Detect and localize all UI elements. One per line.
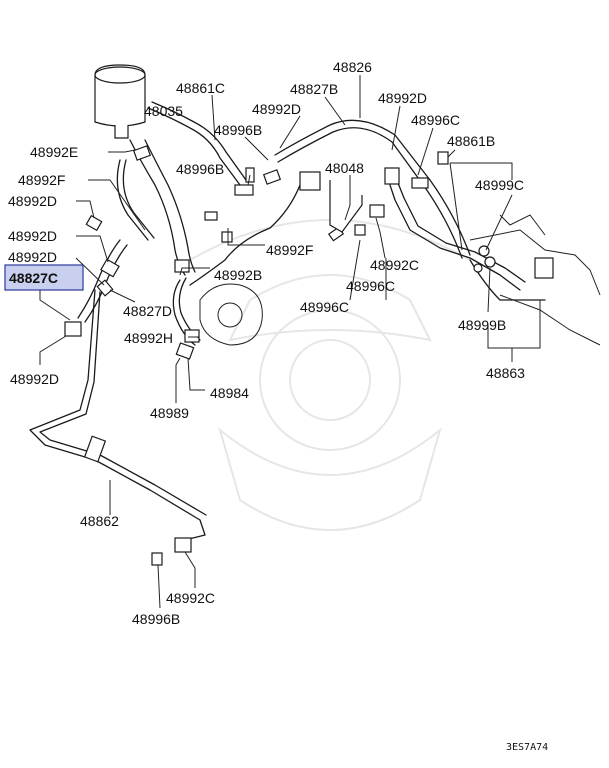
label-48999c[interactable]: 48999C	[475, 177, 524, 193]
reservoir-tank	[94, 64, 146, 139]
label-48992e[interactable]: 48992E	[30, 144, 78, 160]
label-48992c-bottom[interactable]: 48992C	[166, 590, 215, 606]
label-48984[interactable]: 48984	[210, 385, 249, 401]
label-48992d-upper[interactable]: 48992D	[252, 101, 301, 117]
pump-assembly	[199, 283, 263, 346]
label-48992d-l2[interactable]: 48992D	[8, 228, 57, 244]
label-48827b[interactable]: 48827B	[290, 81, 338, 97]
leader-lines	[39, 75, 541, 609]
highlighted-part-box	[4, 264, 84, 291]
label-48992f-left[interactable]: 48992F	[18, 172, 65, 188]
label-48992d-top[interactable]: 48992D	[378, 90, 427, 106]
small-parts	[64, 145, 554, 566]
label-48996c-top[interactable]: 48996C	[411, 112, 460, 128]
label-48992h[interactable]: 48992H	[124, 330, 173, 346]
label-48996b-mid[interactable]: 48996B	[176, 161, 224, 177]
label-48996b-bottom[interactable]: 48996B	[132, 611, 180, 627]
label-48992c-mid[interactable]: 48992C	[370, 257, 419, 273]
label-48826[interactable]: 48826	[333, 59, 372, 75]
label-48827c[interactable]: 48827C	[9, 270, 58, 286]
label-48863[interactable]: 48863	[486, 365, 525, 381]
label-48861b[interactable]: 48861B	[447, 133, 495, 149]
label-48048[interactable]: 48048	[325, 160, 364, 176]
label-48992b[interactable]: 48992B	[214, 267, 262, 283]
label-48992d-low[interactable]: 48992D	[10, 371, 59, 387]
label-48996b-top[interactable]: 48996B	[214, 122, 262, 138]
label-48992d-l3[interactable]: 48992D	[8, 249, 57, 265]
label-48992d-l1[interactable]: 48992D	[8, 193, 57, 209]
label-48992f-mid[interactable]: 48992F	[266, 242, 313, 258]
hose-lines	[29, 101, 546, 541]
label-48862[interactable]: 48862	[80, 513, 119, 529]
label-48999b[interactable]: 48999B	[458, 317, 506, 333]
part-number-labels: 48826 48861C 48827B 48992D 48035 48992D …	[8, 59, 525, 627]
steering-gear-body	[469, 214, 601, 346]
label-48827d[interactable]: 48827D	[123, 303, 172, 319]
label-48035[interactable]: 48035	[144, 103, 183, 119]
diagram-code: 3ES7A74	[506, 742, 548, 753]
label-48861c[interactable]: 48861C	[176, 80, 225, 96]
label-48989[interactable]: 48989	[150, 405, 189, 421]
label-48996c-low[interactable]: 48996C	[300, 299, 349, 315]
label-48996c-mid[interactable]: 48996C	[346, 278, 395, 294]
